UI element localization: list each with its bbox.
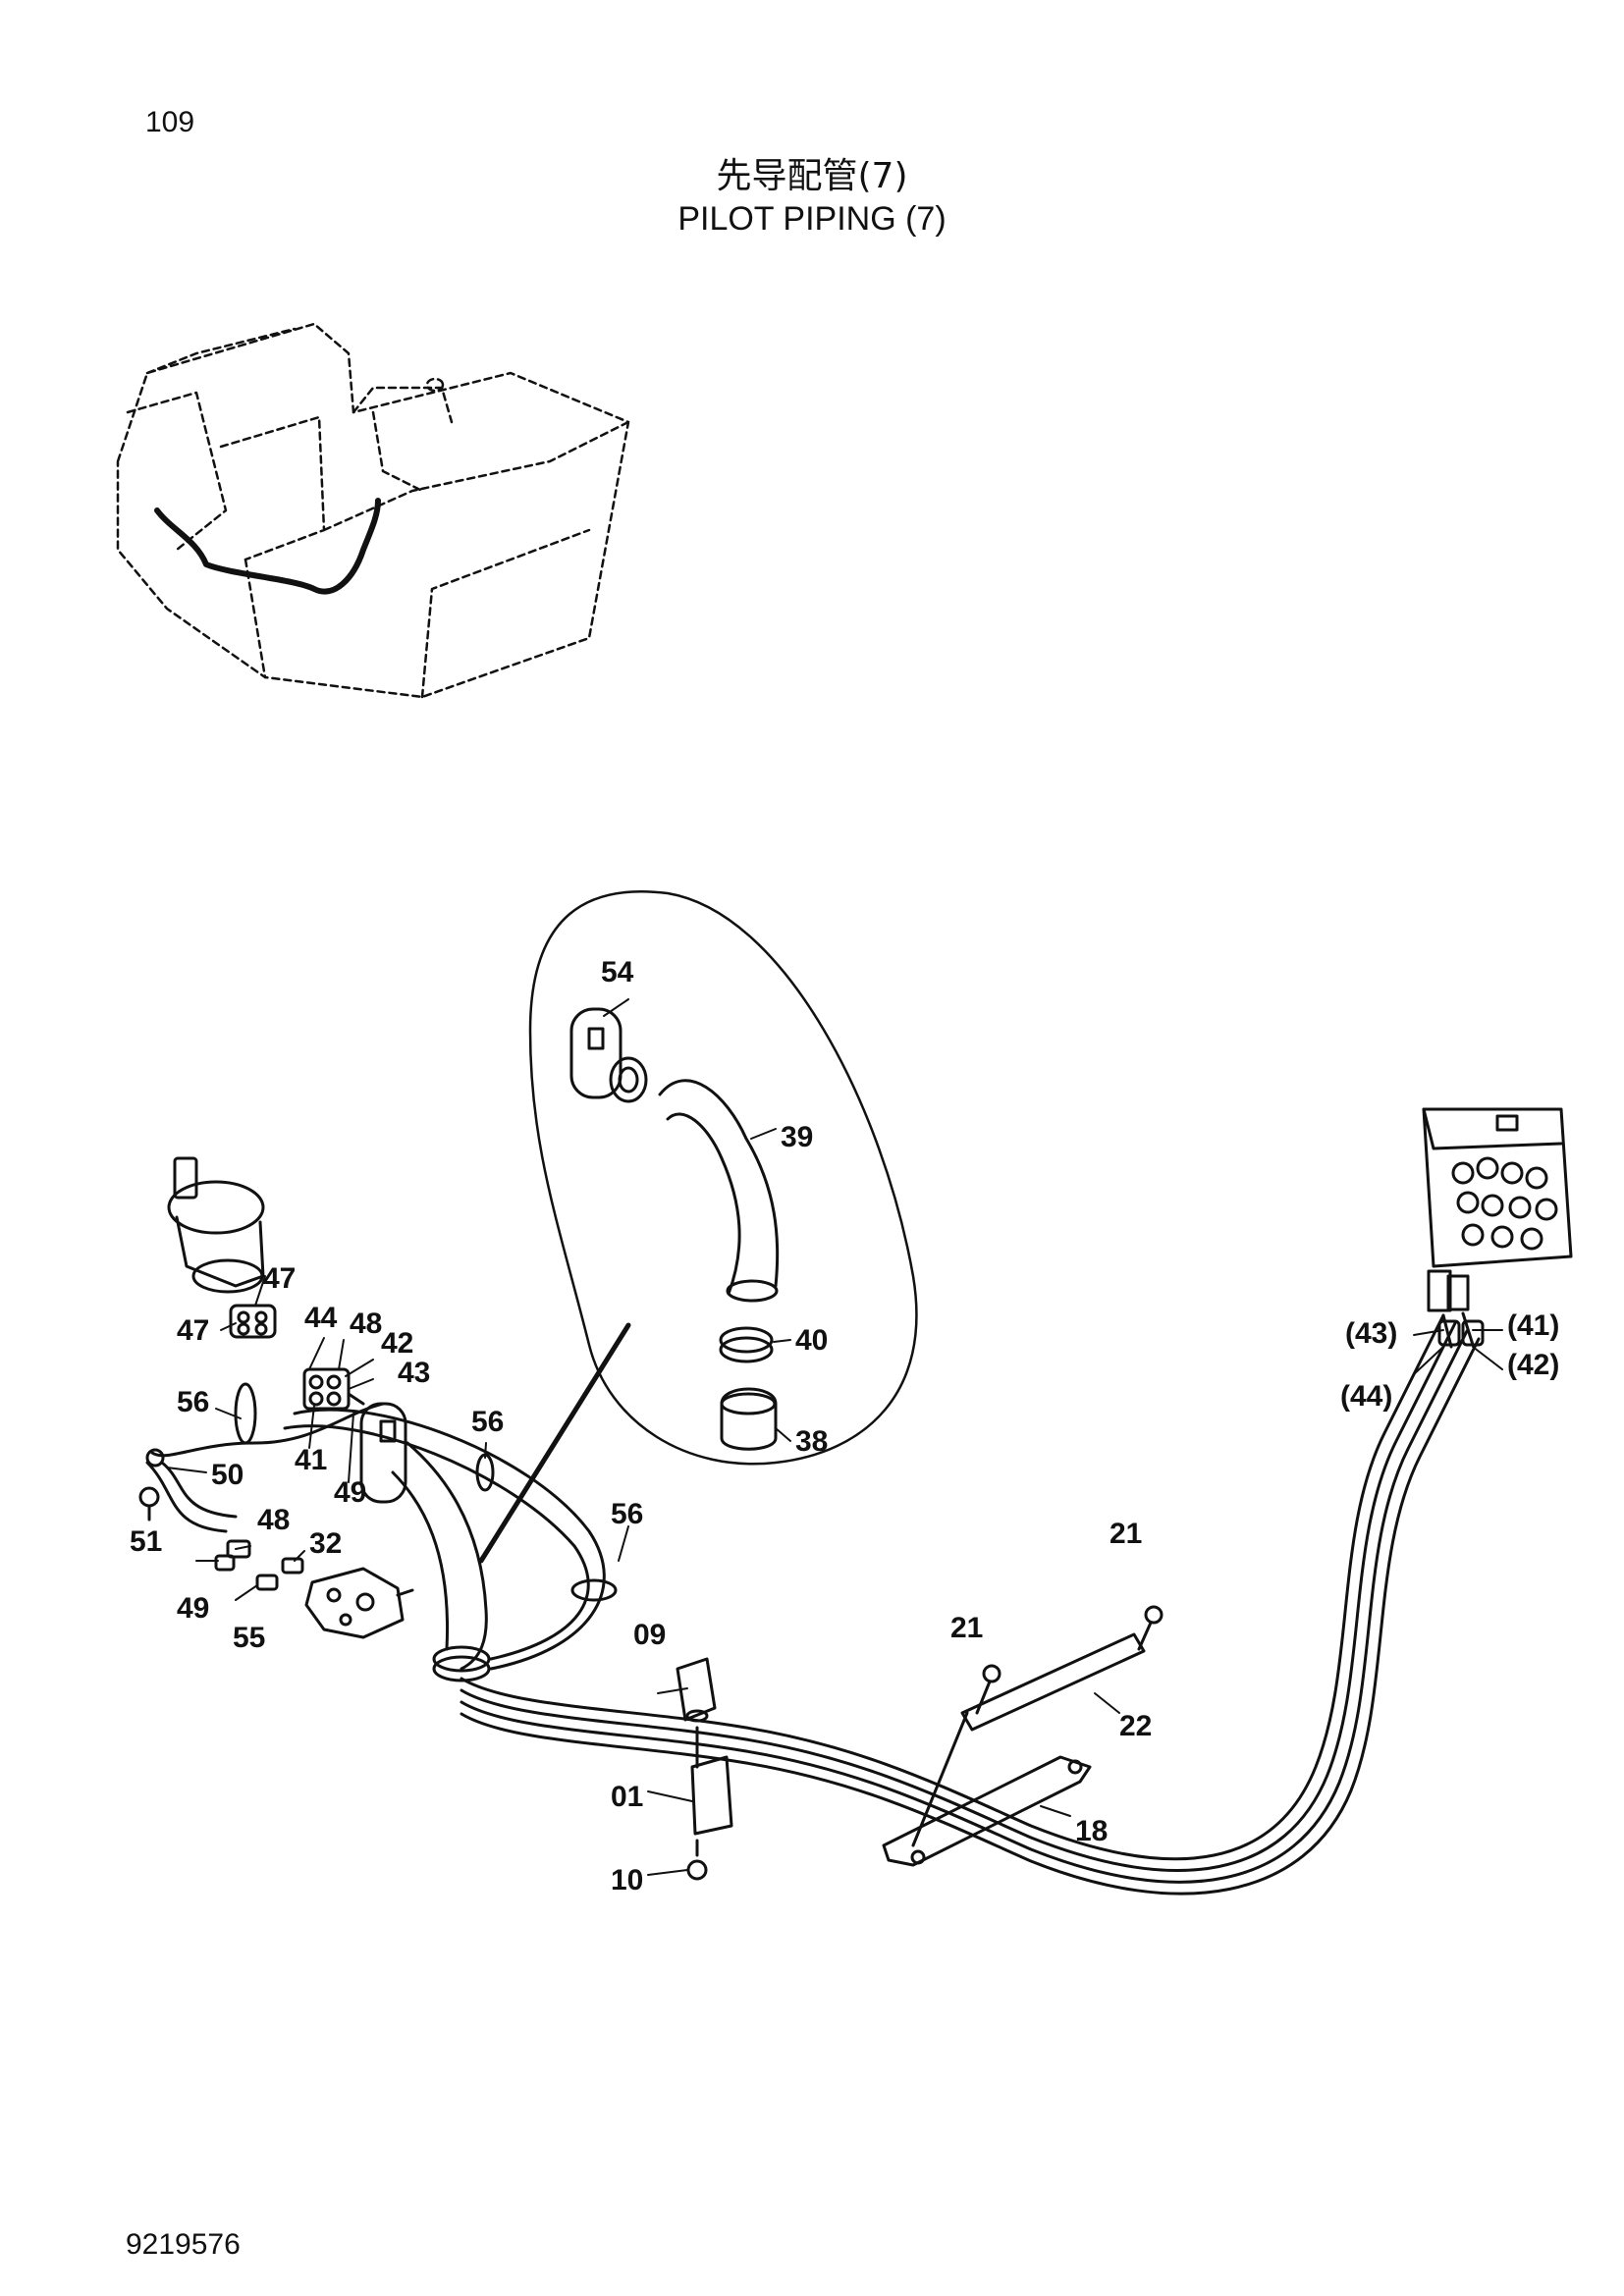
part-label: 47: [263, 1262, 296, 1295]
fitting-part-32: [281, 1557, 304, 1575]
bolt-part-21-lower: [975, 1664, 1001, 1715]
part-label: 56: [177, 1386, 209, 1418]
plate-part-01: [690, 1726, 733, 1836]
part-label: 56: [471, 1406, 504, 1438]
cap-part-38: [720, 1387, 778, 1451]
strip-part-22: [960, 1632, 1146, 1732]
valve-body: [304, 1567, 414, 1639]
part-number-labels: 54 39 40 38 47 47 44 48 42 43 56 50 41 4…: [130, 956, 1559, 1896]
page-number: 109: [145, 106, 195, 138]
part-label: 38: [795, 1425, 828, 1458]
excavator-pilot-line: [154, 498, 381, 595]
part-label: 21: [1110, 1518, 1142, 1550]
leader-lines: [166, 998, 1503, 1876]
bolt-part-10: [686, 1839, 708, 1881]
main-hose-bundle: [283, 1313, 1481, 1896]
grommet-part-54: [569, 1007, 648, 1103]
part-label: 49: [334, 1476, 366, 1509]
band-clamp-part-56: [475, 1453, 618, 1602]
manifold-block-left: [302, 1367, 365, 1411]
elbow-hose-large: [406, 1441, 488, 1671]
part-label: 48: [257, 1504, 290, 1536]
part-label: 49: [177, 1592, 209, 1625]
part-label: 21: [950, 1612, 983, 1644]
part-label: (42): [1507, 1349, 1559, 1381]
detail-leader-line: [478, 1322, 631, 1564]
drawing-number: 9219576: [126, 2228, 241, 2261]
part-label: 48: [350, 1308, 382, 1340]
support-part-18: [882, 1711, 1092, 1867]
hose-part-39: [658, 1079, 780, 1303]
part-label: 43: [398, 1357, 430, 1389]
part-label: 01: [611, 1781, 643, 1813]
part-label: 54: [601, 956, 634, 988]
part-label: 32: [309, 1527, 342, 1560]
title-chinese: 先导配管(7): [716, 156, 908, 196]
part-label: 10: [611, 1864, 643, 1896]
part-label: 51: [130, 1525, 162, 1558]
part-label: 39: [781, 1121, 813, 1153]
hose-loop-left: [145, 1382, 385, 1533]
part-label: (43): [1345, 1317, 1397, 1350]
part-label: (44): [1340, 1380, 1392, 1413]
part-label: 56: [611, 1498, 643, 1530]
excavator-overview-illustration: [116, 322, 630, 699]
detail-oval-outline: [528, 889, 918, 1466]
part-label: 47: [177, 1314, 209, 1347]
part-label: 44: [304, 1302, 338, 1334]
part-label: 50: [211, 1459, 244, 1491]
part-label: 40: [795, 1324, 828, 1357]
part-label: 18: [1075, 1815, 1108, 1847]
part-label: 22: [1119, 1710, 1152, 1742]
part-label: 41: [295, 1444, 327, 1476]
fitting-part-55: [255, 1574, 279, 1591]
bolt-part-21-upper: [1137, 1605, 1164, 1651]
part-label: (41): [1507, 1309, 1559, 1342]
fitting-block-part-47: [229, 1304, 277, 1339]
fitting-part-48-lower: [214, 1539, 251, 1572]
part-label: 09: [633, 1619, 666, 1651]
part-label: 42: [381, 1327, 413, 1360]
bolt-part-51: [138, 1486, 160, 1522]
hydraulic-motor-assembly: [167, 1156, 265, 1294]
control-valve-right: [1422, 1107, 1573, 1349]
hose-clamp-part-40: [719, 1326, 774, 1363]
bracket-part-09: [676, 1657, 717, 1723]
part-label: 55: [233, 1622, 265, 1654]
title-english: PILOT PIPING (7): [677, 200, 947, 238]
